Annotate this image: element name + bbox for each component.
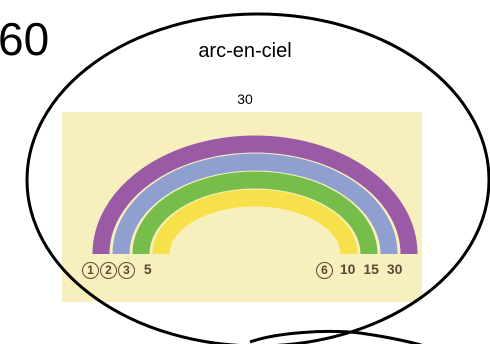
rainbow-right-scale: 6 10 15 30 <box>316 262 402 279</box>
bubble-title: arc-en-ciel <box>198 40 292 62</box>
scale-mark-10: 10 <box>339 261 356 277</box>
thought-bubble-outline <box>25 12 490 344</box>
rainbow-arc-blue <box>112 153 398 255</box>
bubble-number: 30 <box>237 91 253 107</box>
rainbow-arc-purple <box>92 135 418 255</box>
scale-mark-30: 30 <box>386 261 403 277</box>
scale-mark-15: 15 <box>363 261 379 277</box>
scale-mark-1: 1 <box>82 262 99 279</box>
partial-number-text: 60 <box>0 13 50 65</box>
scale-mark-6: 6 <box>316 262 333 279</box>
rainbow-arcs <box>92 135 418 255</box>
scale-mark-5: 5 <box>143 261 152 277</box>
thought-bubble <box>25 12 490 344</box>
rainbow-arc-yellow <box>152 189 358 255</box>
scale-mark-2: 2 <box>100 262 117 279</box>
scale-mark-3: 3 <box>118 262 135 279</box>
rainbow-arc-green <box>132 171 378 255</box>
secondary-bubble-outline <box>249 329 423 344</box>
